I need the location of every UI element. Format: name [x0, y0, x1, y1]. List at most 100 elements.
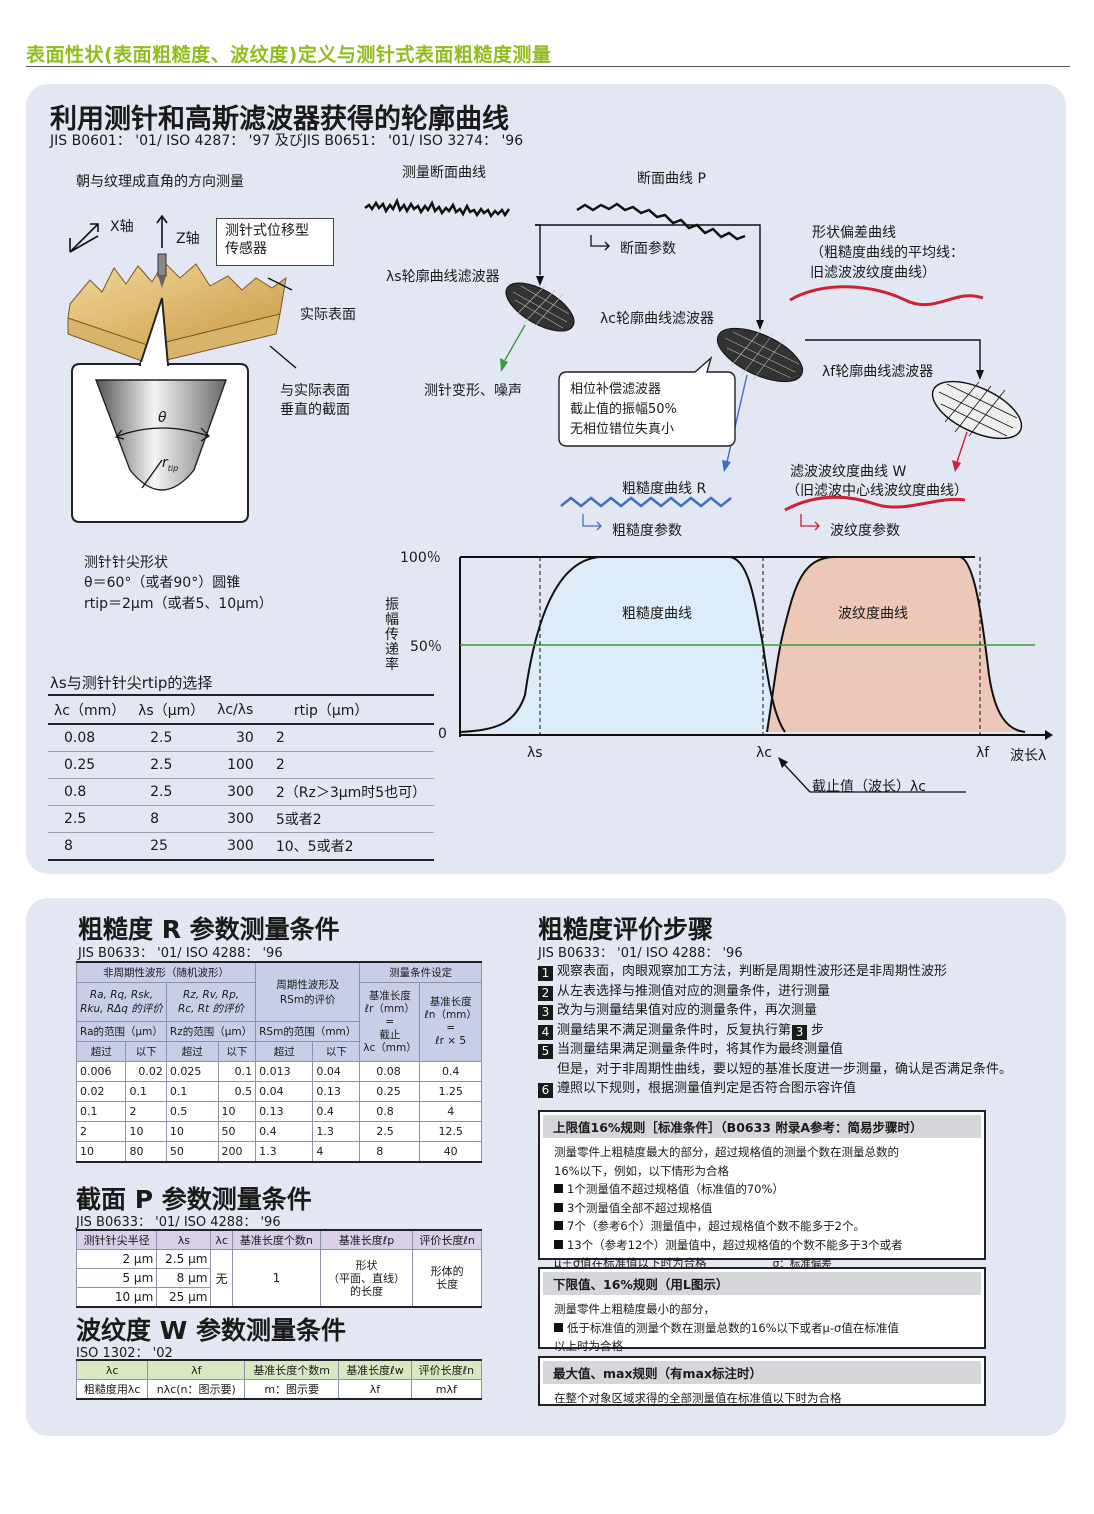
rule-lower-16: 下限值、16%规则（用L图示） 测量零件上粗糙度最小的部分， 低于标准值的测量个…: [538, 1267, 986, 1353]
chart-ylabel: 振幅传递率: [385, 597, 399, 673]
section1-title: 利用测针和高斯滤波器获得的轮廓曲线: [50, 104, 509, 135]
cell: 2: [125, 1101, 167, 1122]
cell: 12.5: [419, 1121, 482, 1142]
p-conditions-title: 截面 P 参数测量条件: [76, 1185, 312, 1214]
roughness-wave: [560, 496, 732, 508]
step-text: 当测量结果满足测量条件时，将其作为最终测量值: [557, 1042, 844, 1057]
cell: 0.8: [359, 1101, 421, 1122]
section1-standard: JIS B0601： '01/ ISO 4287： '97 及びJIS B065…: [50, 133, 524, 149]
r-conditions-std: JIS B0633： '01/ ISO 4288： '96: [78, 946, 283, 961]
p-h-lp: 基准长度ℓp: [319, 1229, 414, 1250]
cell: 0.13: [312, 1081, 361, 1102]
primary-profile-label: 断面曲线 P: [637, 171, 706, 187]
table-row: 粗糙度用λc nλc(n：图示要) m：图示要 λf mλf: [75, 1379, 483, 1400]
cell: 2（Rz＞3μm时5也可）: [259, 778, 434, 806]
cell: m：图示要: [244, 1379, 340, 1400]
measured-profile-wave: [364, 197, 511, 219]
w-h-m: 基准长度个数m: [244, 1359, 340, 1380]
cell: 0.1: [165, 1081, 219, 1102]
cell: 0.025: [165, 1061, 219, 1082]
cutoff-label: 截止值（波长）λc: [812, 779, 926, 795]
cell: 0.08: [359, 1061, 421, 1082]
cross-section-label: 与实际表面 垂直的截面: [280, 383, 350, 418]
phase-callout: [558, 355, 736, 447]
cell: 0.1: [217, 1061, 257, 1082]
cell: 2.5: [48, 805, 133, 833]
axis-arrows: [69, 214, 168, 253]
p-h-ls: λs: [156, 1229, 212, 1250]
cell: 10、5或者2: [259, 832, 434, 861]
rule-head: 最大值、max规则（有max标注时）: [543, 1361, 981, 1384]
cell: 0.5: [217, 1081, 257, 1102]
step-ref-number: 3: [792, 1024, 808, 1040]
cell: 0.08: [48, 724, 133, 752]
rule-line: μ＋σ值在标准值以下时为合格: [554, 1256, 707, 1270]
cell: λf: [338, 1379, 412, 1400]
cell: 形状 （平面、直线） 的长度: [319, 1249, 414, 1308]
param-arrow-icons: [582, 235, 820, 531]
roughness-profile-label: 粗糙度曲线 R: [622, 481, 707, 497]
step-item: 但是，对于非周期性曲线，要以短的基准长度进一步测量，确认是否满足条件。: [538, 1060, 1038, 1080]
r-h-over: 超过: [165, 1041, 219, 1062]
bullet-icon: [554, 1202, 563, 1212]
cell: 5 μm: [75, 1268, 158, 1288]
cell: 5或者2: [259, 805, 434, 833]
ls-filter-label: λs轮廓曲线滤波器: [386, 269, 500, 285]
cell: 形体的 长度: [412, 1249, 482, 1308]
r-h-rz: Rz, Rv, Rp, Rc, Rt 的评价: [165, 982, 257, 1022]
cell: 300: [211, 832, 260, 861]
r-h-eval: 基准长度 ℓn（mm）= ℓr × 5: [419, 982, 482, 1062]
cell: 1.3: [312, 1121, 361, 1142]
lf-filter-label: λf轮廓曲线滤波器: [822, 364, 934, 380]
x-axis-label: X轴: [110, 219, 134, 235]
rule-body: 测量零件上粗糙度最小的部分， 低于标准值的测量个数在测量总数的16%以下或者μ-…: [540, 1298, 984, 1360]
cell: 10: [75, 1141, 127, 1163]
page-header: 表面性状(表面粗糙度、波纹度)定义与测针式表面粗糙度测量: [26, 44, 552, 66]
cell: 0.02: [125, 1061, 167, 1082]
r-h-under: 以下: [125, 1041, 167, 1062]
measure-direction-label: 朝与纹理成直角的方向测量: [76, 174, 244, 190]
rtip-label: rtip: [162, 455, 178, 473]
ls-table-title: λs与测针针尖rtip的选择: [50, 674, 213, 692]
rule-line: 在整个对象区域求得的全部测量值在标准值以下时为合格: [554, 1391, 842, 1405]
rule-line: 测量零件上粗糙度最大的部分，超过规格值的测量个数在测量总数的: [554, 1145, 899, 1159]
bullet-icon: [554, 1322, 563, 1332]
form-deviation-sub: （粗糙度曲线的平均线： 旧滤波波纹度曲线）: [810, 245, 964, 281]
w-h-lw: 基准长度ℓw: [338, 1359, 412, 1380]
waviness-wave: [784, 495, 966, 512]
w-h-lf: λf: [147, 1359, 246, 1380]
measured-profile-label: 测量断面曲线: [402, 165, 486, 181]
cell: 30: [211, 724, 260, 752]
cell: nλc(n：图示要): [147, 1379, 246, 1400]
cell: 2.5: [132, 778, 212, 806]
rule-bullet: 3个测量值全部不超过规格值: [554, 1199, 972, 1218]
rule-upper-16: 上限值16%规则［标准条件］（B0633 附录A参考：简易步骤时） 测量零件上粗…: [538, 1110, 986, 1270]
primary-profile-wave: [576, 202, 746, 241]
cell: 0.006: [75, 1061, 127, 1082]
cell: 10: [217, 1101, 257, 1122]
cell: 50: [217, 1121, 257, 1142]
w-h-lc: λc: [75, 1359, 149, 1380]
step-text: 从左表选择与推测值对应的测量条件，进行测量: [557, 983, 831, 999]
waviness-profile-label: 滤波波纹度曲线 W: [790, 464, 907, 480]
lf-filter-lens: [931, 380, 1023, 440]
theta-label: θ: [158, 410, 167, 426]
rule-head: 下限值、16%规则（用L图示）: [543, 1272, 981, 1295]
stylus-illustration: [67, 214, 297, 523]
sensor-box: 测针式位移型 传感器: [216, 218, 334, 266]
deform-noise-label: 测针变形、噪声: [424, 383, 522, 399]
r-h-rz-range: Rz的范围（μm）: [165, 1021, 257, 1042]
rule-body: 在整个对象区域求得的全部测量值在标准值以下时为合格: [540, 1387, 984, 1412]
cell: 0.4: [255, 1121, 314, 1142]
